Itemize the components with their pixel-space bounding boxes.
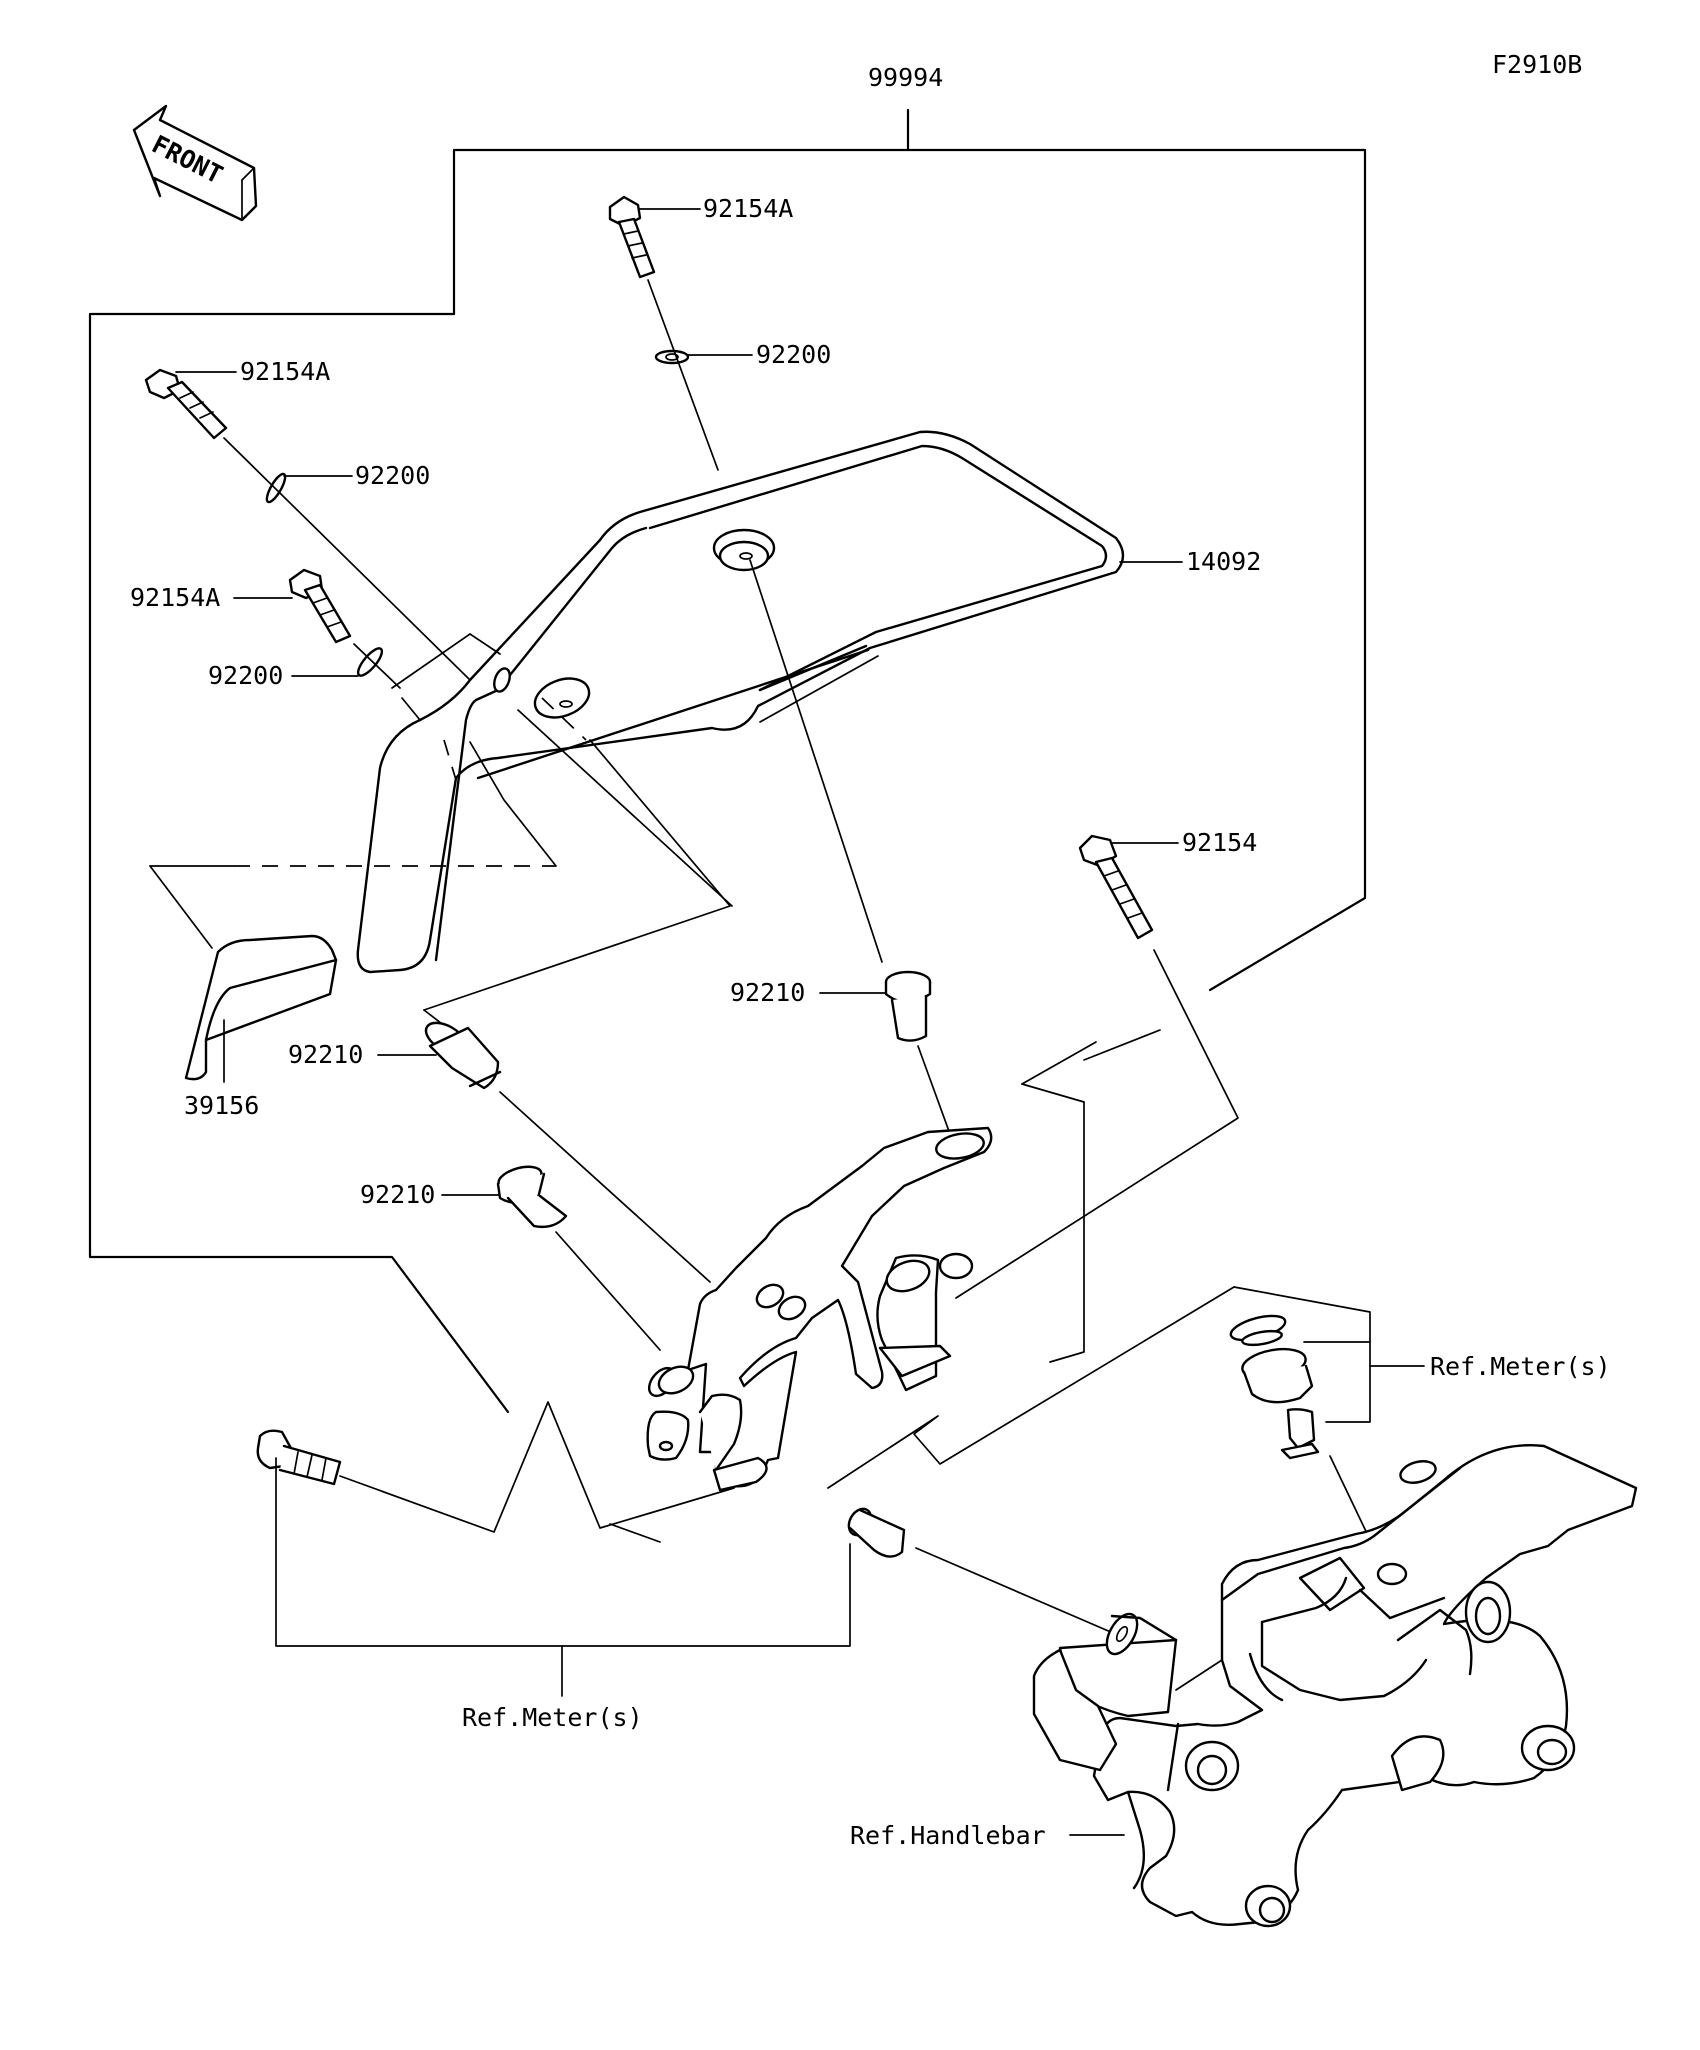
collar-92210-bottom (496, 1165, 568, 1229)
label-92200-left: 92200 (355, 461, 430, 490)
kit-outline (88, 108, 1367, 1414)
pad-39156 (184, 934, 338, 1083)
collar-92210-right (884, 970, 932, 1042)
label-ref-meter-bottom: Ref.Meter(s) (462, 1703, 643, 1732)
label-92154a-top: 92154A (703, 194, 793, 223)
meter-grommet-stack (1229, 1314, 1320, 1460)
label-92200-top: 92200 (756, 340, 831, 369)
label-39156: 39156 (184, 1091, 259, 1120)
front-arrow-icon: FRONT (132, 104, 258, 222)
label-92154a-left: 92154A (240, 357, 330, 386)
handlebar-assembly (1032, 1444, 1638, 1928)
label-ref-meter-right: Ref.Meter(s) (1430, 1352, 1611, 1381)
label-92210-bottom: 92210 (360, 1180, 435, 1209)
washer-92200-top (654, 349, 690, 365)
label-92200-mid: 92200 (208, 661, 283, 690)
label-92154a-mid: 92154A (130, 583, 220, 612)
label-ref-handlebar: Ref.Handlebar (850, 1821, 1046, 1850)
collar-92210-left (424, 1021, 502, 1090)
label-14092: 14092 (1186, 547, 1261, 576)
washer-92200-mid (356, 647, 384, 677)
label-92154: 92154 (1182, 828, 1257, 857)
bolt-92154a-mid (288, 568, 352, 644)
label-99994: 99994 (868, 63, 943, 92)
figure-code: F2910B (1492, 50, 1582, 79)
label-92210-left: 92210 (288, 1040, 363, 1069)
bolt-92154a-top (608, 195, 656, 279)
label-92210-right: 92210 (730, 978, 805, 1007)
bolt-92154 (1078, 834, 1154, 940)
meter-screw-bottom (256, 1429, 342, 1486)
windshield-14092 (356, 430, 1125, 974)
meter-collar-bottom (847, 1507, 906, 1558)
meter-bracket (646, 1126, 993, 1492)
bolt-92154a-left (144, 368, 228, 440)
